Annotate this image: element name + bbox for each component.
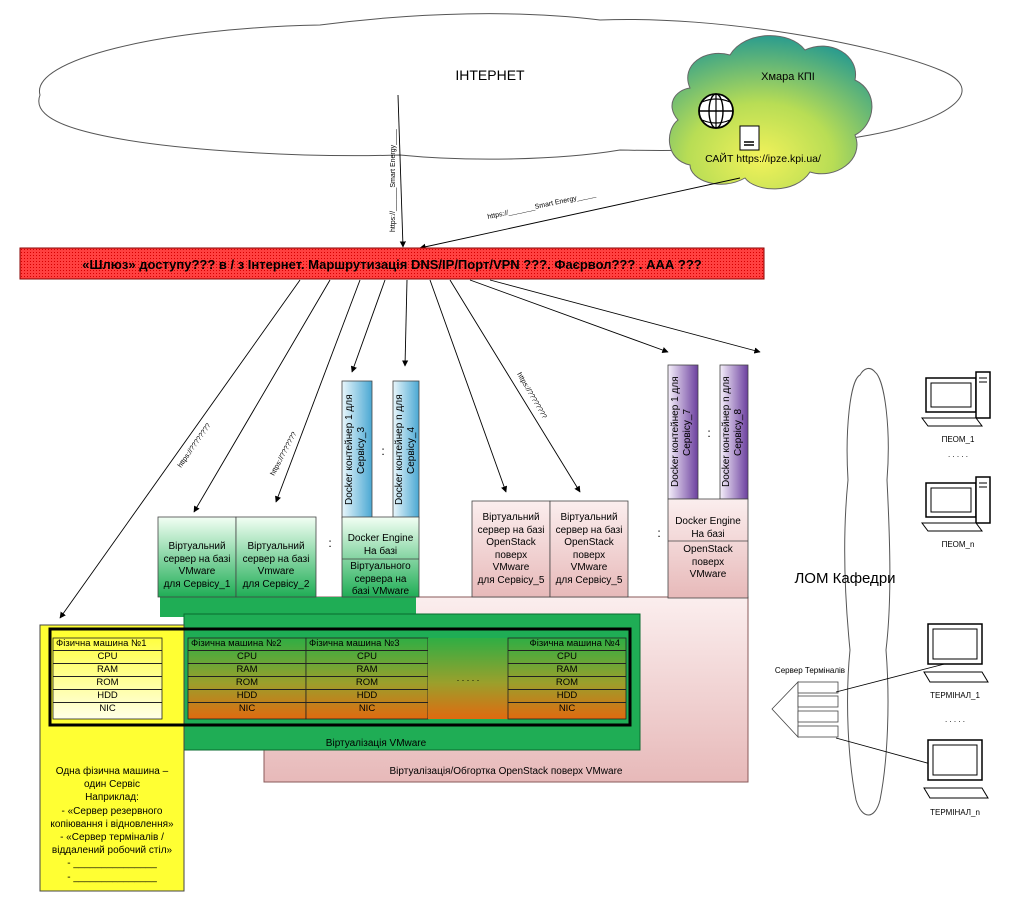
physical-machines-frame [48,627,632,727]
docker-container-3 [341,380,373,519]
internet-label: ІНТЕРНЕТ [455,67,525,83]
pc-label-1: ПЕОМ_1 [942,435,975,444]
link-label-vertical: https://______Smart Energy____ [390,129,397,232]
pc-dots: . . . . . [948,450,968,459]
docker-engine-openstack [667,498,749,599]
openstack-server-5b-label: Віртуальний сервер на базі OpenStack пов… [555,512,623,586]
docker-container-8-label: Docker контейнер n для Сервісу_8 [721,376,744,488]
note-text: Одна фізична машина – один Сервіс Наприк… [50,766,174,883]
virt-openstack-label: Віртуалізація/Обгортка OpenStack поверх … [390,765,623,777]
kpi-cloud [668,35,873,190]
docker-engine-openstack-label: Docker Engine На базі [675,516,741,540]
physical-machine-1 [52,637,163,720]
physical-machine-2-content: Фізична машина №2 CPU RAM ROM HDD NIC [188,638,306,715]
pc-icon [921,371,991,427]
vdots-3: : [657,526,661,540]
docker-engine-vmware-label: Docker Engine На базі [347,533,414,557]
physical-machine-4 [507,637,627,720]
openstack-server-5a-label: Віртуальний сервер на базі OpenStack пов… [477,512,545,586]
vdots-1: : [328,536,332,550]
openstack-server-5a [471,500,551,598]
virt-vmware-label: Віртуалізація VMware [326,738,427,749]
terminal-dots: . . . . . [945,715,965,724]
link-label-diagonal: https://_______Smart Energy_____ [487,191,597,221]
kpi-site: САЙТ https://ipze.kpi.ua/ [705,152,821,165]
docker-container-7 [667,364,699,500]
terminal-icon [923,623,989,683]
vdots-4: : [707,426,711,440]
vdots-2: : [381,444,385,458]
physical-machine-1-content: Фізична машина №1 CPU RAM ROM HDD NIC [53,638,162,715]
physical-machine-3 [305,637,429,720]
vmware-server-2 [235,516,317,598]
vmware-layer [160,597,268,617]
docker-container-4-label: Docker контейнер n для Сервісу_4 [394,394,417,506]
docker-engine-vmware-base: Віртуального сервера на базі VMware [350,561,411,597]
pc-label-n: ПЕОМ_n [942,540,975,549]
openstack-server-5b [549,500,629,598]
physical-machine-2 [187,637,307,720]
docker-engine-openstack-base: OpenStack поверх VMware [683,544,733,580]
docker-container-7-label: Docker контейнер 1 для Сервісу_7 [670,376,693,488]
physical-machine-dots-area [428,638,508,719]
pc-icon [921,476,991,532]
vmware-server-1-label: Віртуальний сервер на базі VMware для Се… [163,541,231,590]
terminal-label-1: ТЕРМІНАЛ_1 [930,691,980,700]
vmware-server-2-label: Віртуальний сервер на базі Vmware для Се… [242,541,310,590]
lan-cloud [844,367,891,816]
docker-container-3-label: Docker контейнер 1 для Сервісу_3 [344,394,367,506]
terminal-label-n: ТЕРМІНАЛ_n [930,808,980,817]
gateway-label: «Шлюз» доступу??? в / з Інтернет. Маршру… [82,257,702,272]
vmware-server-1 [157,516,237,598]
physical-machine-4-content: Фізична машина №4 CPU RAM ROM HDD NIC [508,638,626,715]
server-icon [739,125,760,151]
docker-container-8 [719,364,749,500]
globe-icon [698,93,734,129]
gateway-bar [19,247,765,280]
kpi-cloud-title: Хмара КПІ [761,71,815,83]
terminal-icon [923,739,989,799]
docker-engine-vmware [341,516,420,598]
physical-machine-3-content: Фізична машина №3 CPU RAM ROM HDD NIC [306,638,428,715]
physical-machine-hdots: . . . . . [456,673,480,683]
lan-label: ЛОМ Кафедри [794,570,895,587]
terminal-server-label: Сервер Терміналів [775,666,845,675]
terminal-server-icon [771,681,839,739]
